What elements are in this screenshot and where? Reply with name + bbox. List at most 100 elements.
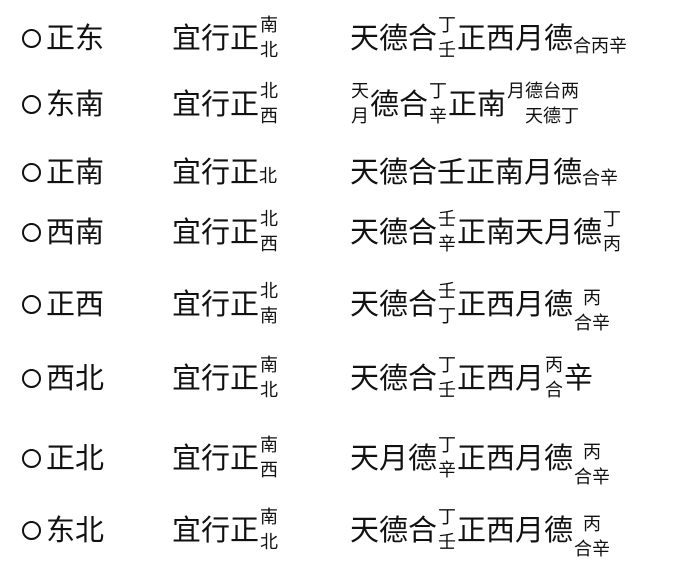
rule-top: 北 bbox=[260, 209, 279, 230]
stack-top: 丁 bbox=[438, 15, 457, 36]
circle-bullet-icon bbox=[22, 294, 41, 314]
virtue-text: 天德合壬正南月德 bbox=[350, 154, 583, 189]
stack-top: 丙 bbox=[545, 355, 564, 376]
table-row-dong-bei: 东北 宜行正 南 北 天德合 丁 壬 正西月德 丙 合辛 bbox=[0, 500, 684, 560]
virtue-cell: 天德合 丁 壬 正西月 丙 合 辛 bbox=[350, 348, 593, 408]
stack-top: 月德台两 bbox=[507, 81, 580, 102]
rule-bottom: 西 bbox=[260, 234, 279, 255]
rule-main: 宜行正 bbox=[172, 154, 260, 189]
direction-label: 西北 bbox=[46, 360, 105, 395]
virtue-small: 合辛 bbox=[582, 168, 619, 189]
virtue-stack-trail: 丙 合辛 bbox=[574, 440, 610, 490]
rule-main: 宜行正 bbox=[172, 440, 260, 475]
rule-cell: 宜行正 北 南 bbox=[172, 274, 279, 334]
virtue-stack: 丁 壬 bbox=[438, 13, 456, 63]
stack-top: 丁 bbox=[438, 435, 457, 456]
rule-cell: 宜行正 南 北 bbox=[172, 500, 279, 560]
rule-single: 北 bbox=[259, 166, 278, 187]
rule-cell: 宜行正 北 bbox=[172, 142, 277, 202]
direction-cell: 西北 bbox=[22, 348, 104, 408]
stack-bottom: 合辛 bbox=[574, 313, 611, 334]
table-row-zheng-nan: 正南 宜行正 北 天德合壬正南月德 合辛 bbox=[0, 142, 684, 202]
direction-label: 东南 bbox=[46, 86, 105, 121]
virtue-text: 天月德 bbox=[350, 440, 438, 475]
virtue-stack-trail: 丙 合辛 bbox=[574, 512, 610, 562]
virtue-text-2: 正西月德 bbox=[457, 20, 574, 55]
rule-bottom: 西 bbox=[260, 460, 279, 481]
table-row-zheng-dong: 正东 宜行正 南 北 天德合 丁 壬 正西月德 合丙辛 bbox=[0, 8, 684, 68]
virtue-cell: 天月德 丁 辛 正西月德 丙 合辛 bbox=[350, 428, 611, 488]
circle-bullet-icon bbox=[22, 222, 41, 242]
stack-top: 丁 bbox=[438, 355, 457, 376]
virtue-stack: 壬 辛 bbox=[438, 207, 456, 257]
direction-label: 正南 bbox=[46, 154, 105, 189]
virtue-text-2: 正南天月德 bbox=[457, 214, 603, 249]
virtue-text: 天德合 bbox=[350, 214, 438, 249]
rule-cell: 宜行正 南 北 bbox=[172, 348, 279, 408]
table-row-dong-nan: 东南 宜行正 北 西 天 月 德合 丁 辛 正南 月德台两 天德丁 bbox=[0, 74, 684, 134]
stack-top: 天 bbox=[351, 81, 369, 102]
virtue-text: 天德合 bbox=[350, 20, 438, 55]
virtue-stack: 壬 丁 bbox=[438, 279, 456, 329]
rule-main: 宜行正 bbox=[172, 286, 260, 321]
virtue-stack-trail: 月德台两 天德丁 bbox=[507, 79, 579, 129]
stack-bottom: 辛 bbox=[438, 460, 457, 481]
virtue-text-2: 正南 bbox=[448, 86, 507, 121]
virtue-text-3: 辛 bbox=[564, 360, 594, 395]
direction-label: 东北 bbox=[46, 512, 105, 547]
direction-cell: 正东 bbox=[22, 8, 104, 68]
virtue-cell: 天德合壬正南月德 合辛 bbox=[350, 142, 618, 202]
rule-stack: 北 南 bbox=[260, 279, 278, 329]
stack-top: 丙 bbox=[583, 514, 602, 535]
rule-bottom: 北 bbox=[260, 380, 279, 401]
virtue-text-2: 正西月德 bbox=[457, 286, 574, 321]
stack-bottom: 合辛 bbox=[574, 467, 611, 488]
virtue-stack: 丁 壬 bbox=[438, 353, 456, 403]
rule-top: 南 bbox=[260, 355, 279, 376]
direction-cell: 正西 bbox=[22, 274, 104, 334]
table-row-xi-bei: 西北 宜行正 南 北 天德合 丁 壬 正西月 丙 合 辛 bbox=[0, 348, 684, 408]
direction-cell: 东南 bbox=[22, 74, 104, 134]
rule-stack: 北 西 bbox=[260, 79, 278, 129]
direction-cell: 正南 bbox=[22, 142, 104, 202]
stack-bottom: 辛 bbox=[429, 106, 448, 127]
stack-bottom: 丁 bbox=[438, 306, 457, 327]
virtue-text: 德合 bbox=[370, 86, 429, 121]
rule-top: 南 bbox=[260, 15, 279, 36]
rule-stack: 南 北 bbox=[260, 13, 278, 63]
stack-bottom: 辛 bbox=[438, 234, 457, 255]
virtue-cell: 天 月 德合 丁 辛 正南 月德台两 天德丁 bbox=[350, 74, 580, 134]
stack-top: 丁 bbox=[438, 507, 457, 528]
virtue-stack-trail: 丙 合 bbox=[545, 353, 563, 403]
virtue-stack-trail: 丙 合辛 bbox=[574, 286, 610, 336]
direction-label: 正西 bbox=[46, 286, 105, 321]
circle-bullet-icon bbox=[22, 94, 41, 114]
rule-bottom: 西 bbox=[260, 106, 279, 127]
rule-stack: 南 北 bbox=[260, 505, 278, 555]
virtue-stack-trail: 丁 丙 bbox=[603, 207, 621, 257]
stack-bottom: 天德丁 bbox=[525, 106, 580, 127]
rule-bottom: 北 bbox=[260, 532, 279, 553]
rule-top: 北 bbox=[260, 281, 279, 302]
rule-cell: 宜行正 北 西 bbox=[172, 202, 279, 262]
stack-bottom: 壬 bbox=[438, 380, 457, 401]
virtue-stack: 丁 辛 bbox=[429, 79, 447, 129]
rule-stack: 南 北 bbox=[260, 353, 278, 403]
direction-label: 正东 bbox=[46, 20, 105, 55]
direction-cell: 西南 bbox=[22, 202, 104, 262]
stack-top: 壬 bbox=[438, 281, 457, 302]
rule-top: 南 bbox=[260, 435, 279, 456]
virtue-text-2: 正西月 bbox=[457, 360, 545, 395]
stack-bottom: 丙 bbox=[603, 234, 622, 255]
virtue-stack: 丁 壬 bbox=[438, 505, 456, 555]
virtue-stack: 丁 辛 bbox=[438, 433, 456, 483]
virtue-stack-lead: 天 月 bbox=[351, 79, 369, 129]
rule-cell: 宜行正 北 西 bbox=[172, 74, 279, 134]
virtue-cell: 天德合 丁 壬 正西月德 合丙辛 bbox=[350, 8, 627, 68]
direction-cell: 东北 bbox=[22, 500, 104, 560]
rule-stack: 北 西 bbox=[260, 207, 278, 257]
rule-main: 宜行正 bbox=[172, 86, 260, 121]
circle-bullet-icon bbox=[22, 520, 41, 540]
virtue-cell: 天德合 壬 辛 正南天月德 丁 丙 bbox=[350, 202, 622, 262]
stack-top: 丁 bbox=[603, 209, 622, 230]
